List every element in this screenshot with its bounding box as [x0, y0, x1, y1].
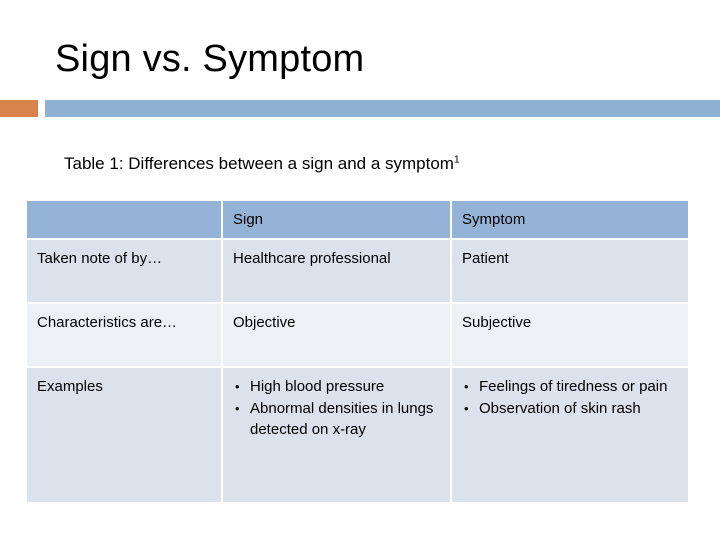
table-caption-text: Table 1: Differences between a sign and …: [64, 154, 454, 173]
comparison-table: Sign Symptom Taken note of by… Healthcar…: [25, 199, 690, 504]
cell-symptom-examples: Feelings of tiredness or pain Observatio…: [452, 368, 688, 502]
page-title: Sign vs. Symptom: [55, 38, 365, 80]
list-item: Abnormal densities in lungs detected on …: [233, 398, 441, 440]
table-header-sign: Sign: [223, 201, 450, 238]
cell-symptom-characteristics-are: Subjective: [452, 304, 688, 366]
row-label-taken-note-of-by: Taken note of by…: [27, 240, 221, 302]
table-row: Characteristics are… Objective Subjectiv…: [27, 304, 688, 366]
table-header-row: Sign Symptom: [27, 201, 688, 238]
title-divider-rule: [45, 100, 720, 117]
cell-sign-examples: High blood pressure Abnormal densities i…: [223, 368, 450, 502]
list-item: Feelings of tiredness or pain: [462, 376, 679, 397]
row-label-characteristics-are: Characteristics are…: [27, 304, 221, 366]
table-caption: Table 1: Differences between a sign and …: [64, 152, 460, 176]
sign-examples-list: High blood pressure Abnormal densities i…: [233, 376, 441, 440]
cell-symptom-taken-note-of-by: Patient: [452, 240, 688, 302]
row-label-examples: Examples: [27, 368, 221, 502]
list-item: Observation of skin rash: [462, 398, 679, 419]
symptom-examples-list: Feelings of tiredness or pain Observatio…: [462, 376, 679, 419]
table-row: Examples High blood pressure Abnormal de…: [27, 368, 688, 502]
table-row: Taken note of by… Healthcare professiona…: [27, 240, 688, 302]
table-header-corner: [27, 201, 221, 238]
cell-sign-taken-note-of-by: Healthcare professional: [223, 240, 450, 302]
table-caption-footnote-marker: 1: [453, 154, 460, 166]
list-item: High blood pressure: [233, 376, 441, 397]
cell-sign-characteristics-are: Objective: [223, 304, 450, 366]
title-accent-block: [0, 100, 38, 117]
table-header-symptom: Symptom: [452, 201, 688, 238]
